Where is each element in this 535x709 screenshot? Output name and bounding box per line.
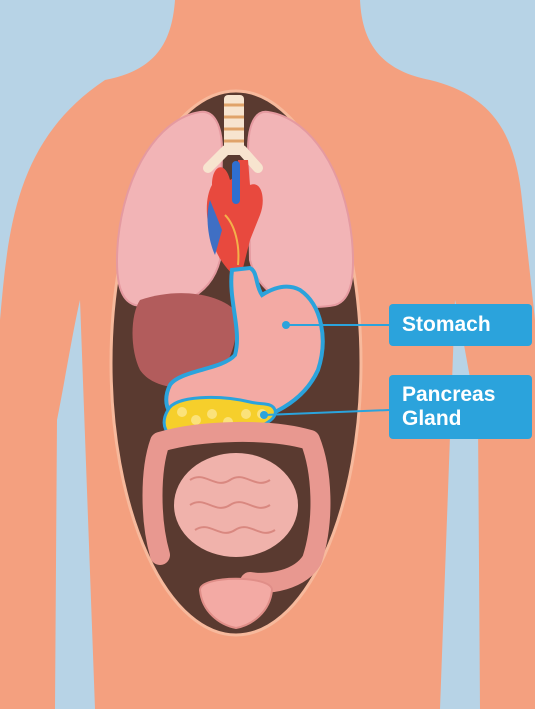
small-intestine [174, 453, 298, 557]
pancreas-label-line-1: Pancreas [402, 383, 532, 407]
stomach-leader-dot [282, 321, 290, 329]
stomach-label: Stomach [389, 304, 532, 346]
pancreas-leader-dot [260, 411, 268, 419]
pancreas-label-line-2: Gland [402, 407, 532, 431]
pancreas-label: Pancreas Gland [389, 375, 532, 439]
